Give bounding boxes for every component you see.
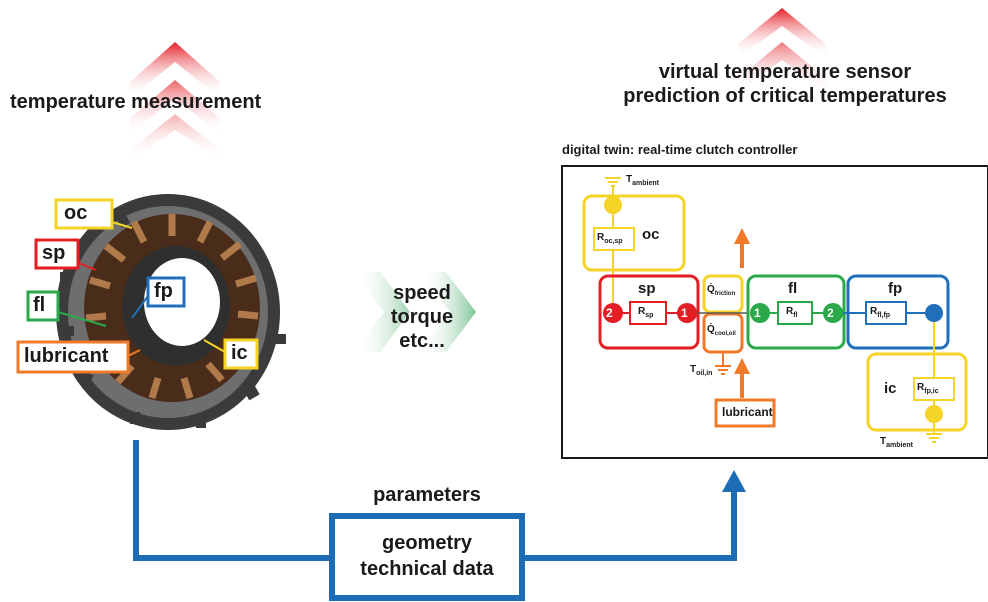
t-ambient-top: Tambient xyxy=(626,174,659,187)
twin-fl-node-1-label: 1 xyxy=(754,306,761,320)
oc-label: oc xyxy=(64,202,88,224)
twin-oc-node xyxy=(604,196,622,214)
temperature-measurement-title: temperature measurement xyxy=(10,91,262,113)
twin-r-sp xyxy=(629,301,667,325)
flow-up-arrow xyxy=(722,470,746,492)
twin-fl-node-1 xyxy=(750,303,770,323)
twin-oc-box xyxy=(582,194,686,272)
twin-sp-node-2 xyxy=(603,303,623,323)
parameters-label: parameters xyxy=(373,484,481,506)
left-up-chevrons xyxy=(130,42,220,160)
twin-lubricant-label: lubricant xyxy=(722,405,773,419)
q-friction-label: Q̇friction xyxy=(707,284,736,297)
technical-data-label: technical data xyxy=(360,558,494,580)
twin-r-fp-ic-label: Rfp,ic xyxy=(917,382,939,395)
twin-sp-box xyxy=(598,274,700,350)
twin-sp-node-1-label: 1 xyxy=(681,306,688,320)
ground-bottom-icon xyxy=(926,433,942,443)
twin-ic-box xyxy=(866,352,968,432)
lubricant-in-arrow xyxy=(734,358,750,398)
fl-label-box xyxy=(26,290,60,322)
geometry-label: geometry xyxy=(381,532,473,554)
virtual-sensor-title-2: prediction of critical temperatures xyxy=(623,85,947,107)
heat-out-arrow xyxy=(734,228,750,268)
ic-label: ic xyxy=(231,342,248,364)
twin-ic-node xyxy=(925,405,943,423)
right-up-chevrons xyxy=(738,8,826,92)
twin-ic-label: ic xyxy=(884,380,897,397)
fp-label-box xyxy=(146,276,186,308)
t-oil-label: Toil,in xyxy=(690,364,713,377)
twin-sp-node-1 xyxy=(677,303,697,323)
middle-torque: torque xyxy=(390,306,454,328)
middle-speed: speed xyxy=(393,282,451,304)
twin-oc-label: oc xyxy=(642,226,660,243)
twin-fp-label: fp xyxy=(888,280,903,297)
ground-top-icon xyxy=(605,177,621,196)
twin-fl-label: fl xyxy=(788,280,798,297)
middle-right-chevrons xyxy=(354,272,476,352)
parameters-box xyxy=(329,513,525,601)
twin-sp-label: sp xyxy=(638,280,656,297)
twin-q-friction-box xyxy=(702,274,744,314)
twin-fl-node-2 xyxy=(823,303,843,323)
ground-oil-icon xyxy=(715,365,731,375)
fp-label: fp xyxy=(154,280,173,302)
q-cool-label: Q̇cool,oil xyxy=(707,324,736,337)
twin-fl-node-2-label: 2 xyxy=(827,306,834,320)
lubricant-label-box xyxy=(16,340,130,374)
twin-r-fl xyxy=(777,301,813,325)
lubricant-label: lubricant xyxy=(24,345,109,367)
parameter-flow xyxy=(133,440,746,601)
middle-etc: etc... xyxy=(399,330,445,352)
virtual-sensor-title-1: virtual temperature sensor xyxy=(658,61,912,83)
ic-label-box xyxy=(223,338,259,370)
sp-label: sp xyxy=(42,242,66,264)
twin-r-sp-label: Rsp xyxy=(638,306,654,319)
oc-label-box xyxy=(54,198,114,230)
twin-r-fl-label: Rfl xyxy=(786,306,798,319)
twin-r-oc-sp-label: Roc,sp xyxy=(597,232,623,245)
sp-label-box xyxy=(34,238,80,270)
t-ambient-bottom: Tambient xyxy=(880,436,913,449)
twin-fp-node xyxy=(925,304,943,322)
twin-sp-node-2-label: 2 xyxy=(606,306,613,320)
digital-twin-caption: digital twin: real-time clutch controlle… xyxy=(562,142,798,157)
twin-lubricant-box xyxy=(714,398,776,428)
twin-r-fl-fp xyxy=(865,301,907,325)
twin-r-fl-fp-label: Rfl,fp xyxy=(870,306,891,319)
fl-label: fl xyxy=(33,294,46,316)
clutch-leader-lines xyxy=(57,221,226,357)
